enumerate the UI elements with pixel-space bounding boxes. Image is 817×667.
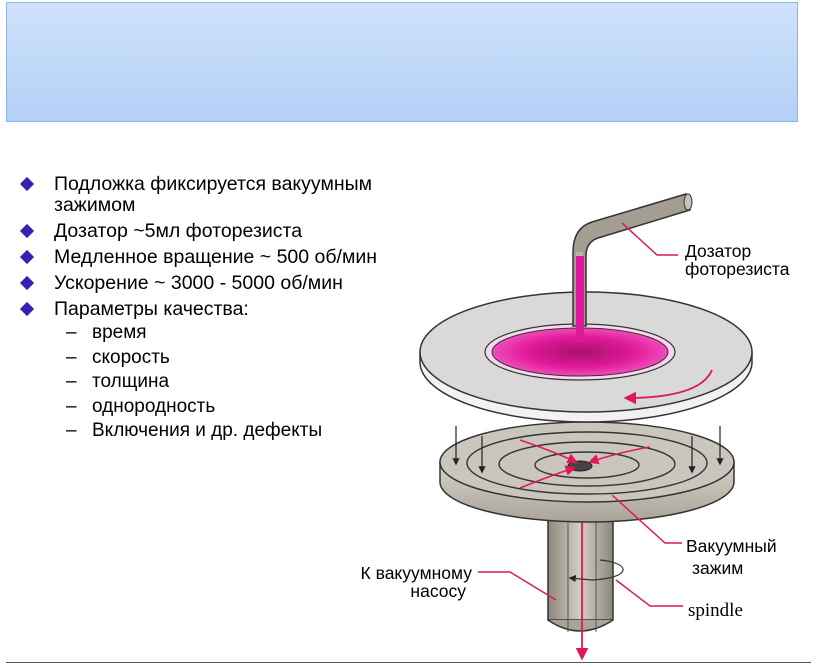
spindle-label: spindle (688, 600, 743, 621)
sub-bullet-item: –однородность (66, 395, 216, 417)
sub-bullet-text: однородность (92, 395, 216, 417)
diamond-bullet-icon (19, 223, 35, 239)
sub-bullet-text: время (92, 322, 147, 343)
sub-bullet-list: –время –скорость –толщина –однородность … (54, 321, 400, 444)
bullet-text: Параметры качества: (54, 298, 249, 320)
bullet-item: Медленное вращение ~ 500 об/мин (19, 246, 400, 268)
label-leader-lines (478, 222, 683, 607)
diamond-bullet-icon (19, 301, 35, 317)
bullet-text: Ускорение ~ 3000 - 5000 об/мин (54, 272, 343, 294)
vacuum-pump-label: К вакуумному насосу (360, 563, 472, 601)
photoresist-puddle (484, 323, 676, 381)
bullet-item: Дозатор ~5мл фоторезиста (19, 220, 400, 242)
photoresist-dispenser (572, 193, 693, 342)
bullet-item: Подложка фиксируется вакуумным зажимом (19, 173, 400, 216)
vacuum-chuck-label: Вакуумный зажим (686, 536, 777, 578)
diamond-bullet-icon (19, 249, 35, 265)
spindle-rotation-arrow (568, 559, 624, 583)
sub-bullet-item: –толщина (66, 371, 170, 392)
sub-bullet-item: –скорость (66, 346, 170, 368)
bullet-item: Ускорение ~ 3000 - 5000 об/мин (19, 272, 400, 294)
slide-title-bar (6, 2, 798, 122)
sub-bullet-item: –время (66, 322, 147, 343)
bullet-item: Параметры качества: –время –скорость –то… (19, 298, 400, 444)
sub-bullet-text: толщина (92, 371, 170, 392)
sub-bullet-text: Включения и др. дефекты (92, 420, 323, 441)
diamond-bullet-icon (19, 176, 35, 192)
bullet-text: Подложка фиксируется вакуумным зажимом (54, 173, 373, 216)
vacuum-chuck (439, 421, 735, 523)
vacuum-suction-arrows (519, 439, 651, 489)
sub-bullet-text: скорость (92, 346, 170, 368)
bullet-list: Подложка фиксируется вакуумным зажимом Д… (19, 173, 400, 449)
bullet-text: Дозатор ~5мл фоторезиста (54, 220, 303, 242)
wafer-rotation-arrow (623, 369, 713, 405)
bullet-text: Медленное вращение ~ 500 об/мин (54, 246, 378, 268)
sub-bullet-item: –Включения и др. дефекты (66, 420, 323, 441)
spin-coater-diagram (419, 193, 753, 661)
dispenser-label: Дозатор фоторезиста (685, 241, 790, 279)
hold-down-arrows (452, 426, 724, 474)
footer-divider (6, 662, 811, 663)
diamond-bullet-icon (19, 275, 35, 291)
